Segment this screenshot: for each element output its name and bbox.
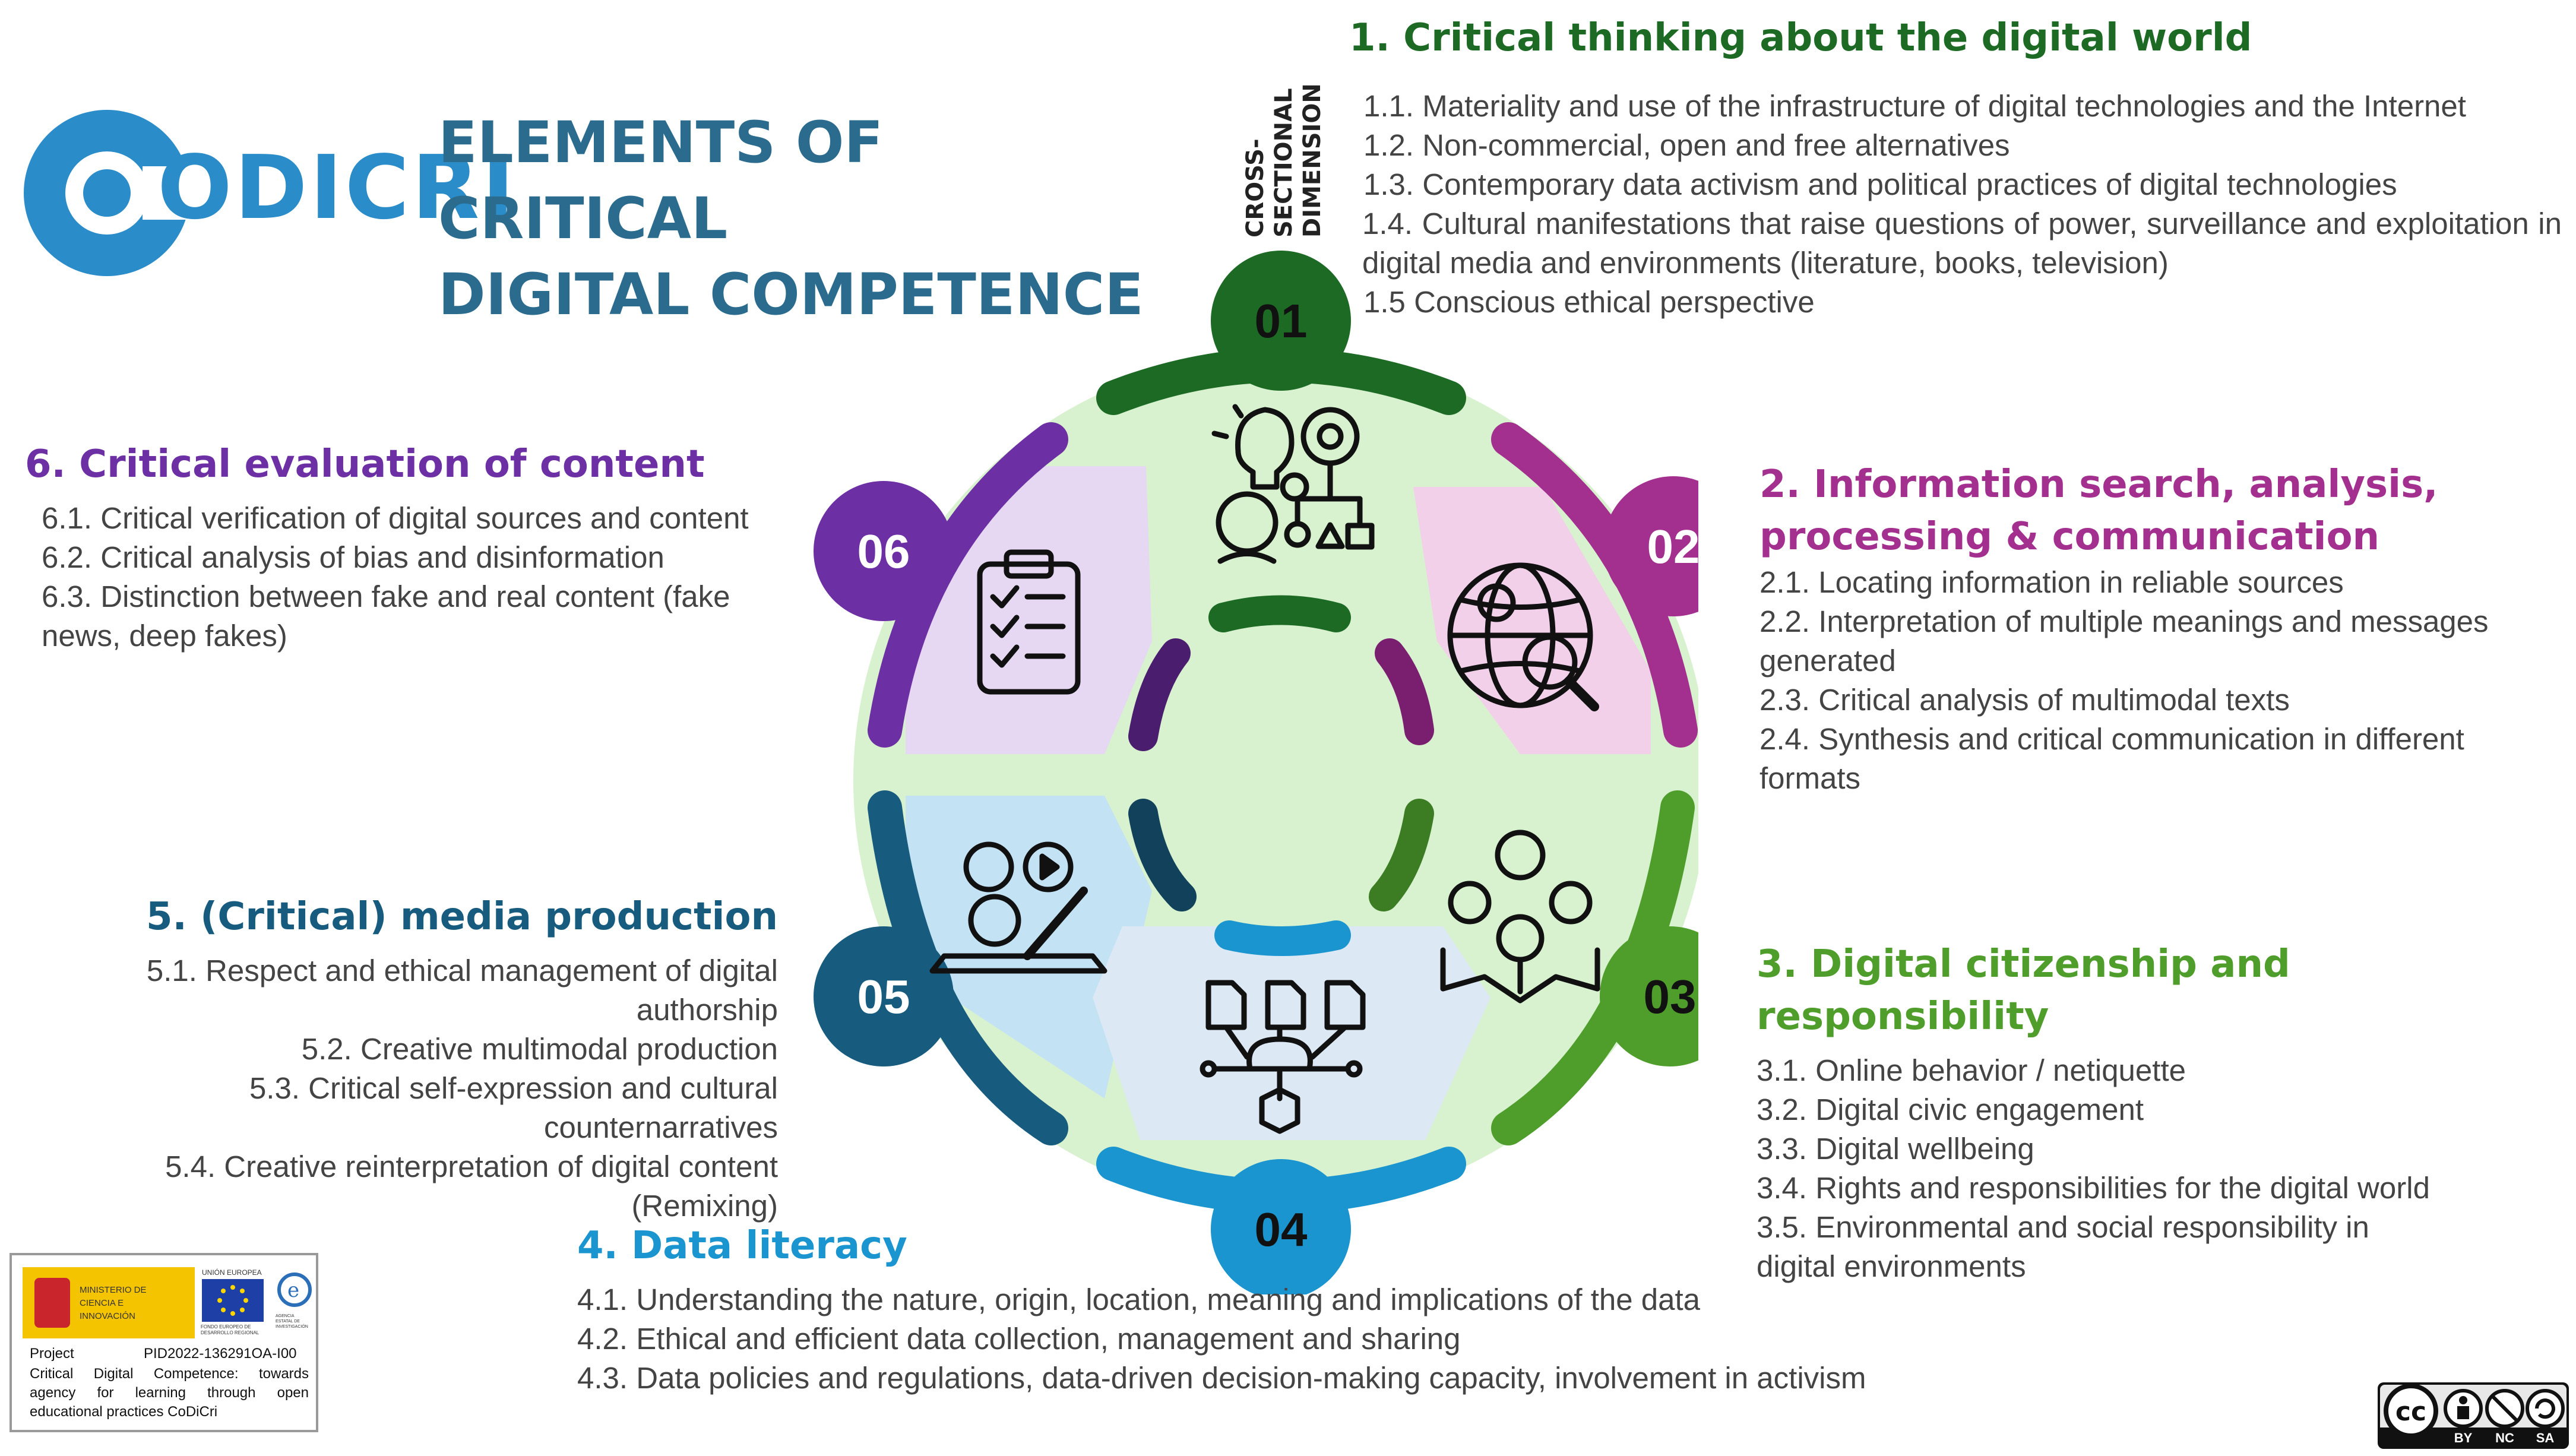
cross-sectional-line-1: CROSS-SECTIONAL	[1242, 88, 1298, 238]
dimension-5-item-1: 5.1. Respect and ethical management of d…	[146, 954, 778, 1027]
badge-number-02: 02	[1647, 520, 1698, 573]
segment-panel-04	[1093, 926, 1490, 1140]
badge-number-05: 05	[857, 970, 910, 1023]
dimension-1-block: 1. Critical thinking about the digital w…	[1349, 12, 2562, 322]
funding-box: MINISTERIO DE CIENCIA E INNOVACIÓN UNIÓN…	[10, 1253, 318, 1432]
license-nc-label: NC	[2495, 1430, 2514, 1445]
eu-fund-label: FONDO EUROPEO DE DESARROLLO REGIONAL	[201, 1324, 260, 1335]
title-line-1: ELEMENTS OF CRITICAL	[438, 109, 884, 252]
project-description: Critical Digital Competence: towards age…	[30, 1366, 309, 1420]
competence-wheel-diagram: 01 02 03 04 05 06	[814, 251, 1698, 1294]
dimension-2-item-2: 2.2. Interpretation of multiple meanings…	[1759, 604, 2489, 678]
globe-search-gear-icon	[1447, 562, 1599, 711]
badge-number-06: 06	[857, 525, 910, 578]
project-label: Project	[30, 1346, 74, 1362]
dimension-5-item-3: 5.3. Critical self-expression and cultur…	[249, 1071, 778, 1144]
dimension-1-item-4: 1.4. Cultural manifestations that raise …	[1362, 207, 2562, 280]
clipboard-checklist-icon	[977, 549, 1081, 695]
dimension-3-item-4: 3.4. Rights and responsibilities for the…	[1757, 1171, 2430, 1205]
dimension-3-item-5: 3.5. Environmental and social responsibi…	[1757, 1210, 2369, 1283]
dimension-6-block: 6. Critical evaluation of content 6.1. C…	[25, 438, 797, 656]
cc-icon	[2384, 1384, 2438, 1438]
spain-coat-of-arms-icon	[34, 1278, 70, 1328]
license-by-label: BY	[2454, 1430, 2473, 1445]
ministry-name: MINISTERIO DE CIENCIA E INNOVACIÓN	[80, 1285, 147, 1321]
badge-circle-01	[1211, 251, 1351, 391]
dimension-3-items: 3.1. Online behavior / netiquette 3.2. D…	[1757, 1051, 2528, 1286]
data-files-network-icon	[1200, 980, 1366, 1134]
page-title: ELEMENTS OF CRITICAL DIGITAL COMPETENCE	[438, 105, 1151, 333]
dimension-2-item-3: 2.3. Critical analysis of multimodal tex…	[1759, 683, 2290, 717]
dimension-5-block: 5. (Critical) media production 5.1. Resp…	[12, 891, 778, 1226]
badge-circle-04	[1211, 1159, 1351, 1294]
dimension-6-item-1: 6.1. Critical verification of digital so…	[42, 501, 749, 535]
dimension-5-heading: 5. (Critical) media production	[146, 895, 778, 939]
project-code: PID2022-136291OA-I00	[144, 1346, 297, 1362]
dimension-3-item-1: 3.1. Online behavior / netiquette	[1757, 1053, 2186, 1087]
dimension-4-item-1: 4.1. Understanding the nature, origin, l…	[577, 1283, 1701, 1316]
codicri-logo: ODICRI	[18, 107, 514, 279]
badge-circle-05	[814, 926, 954, 1066]
cross-sectional-line-2: DIMENSION	[1299, 83, 1326, 238]
badge-circle-06	[814, 481, 954, 621]
dimension-5-item-2: 5.2. Creative multimodal production	[301, 1032, 778, 1066]
badge-number-03: 03	[1644, 970, 1697, 1023]
logo-wordmark: ODICRI	[157, 137, 517, 239]
badge-number-01: 01	[1255, 295, 1308, 347]
dimension-5-items: 5.1. Respect and ethical management of d…	[12, 951, 778, 1226]
dimension-1-heading: 1. Critical thinking about the digital w…	[1349, 16, 2252, 60]
dimension-3-item-3: 3.3. Digital wellbeing	[1757, 1132, 2034, 1166]
dimension-4-item-3: 4.3. Data policies and regulations, data…	[577, 1361, 1866, 1395]
dimension-1-item-5: 1.5 Conscious ethical perspective	[1363, 285, 1815, 319]
dimension-1-item-1: 1.1. Materiality and use of the infrastr…	[1363, 89, 2466, 123]
badge-circle-02	[1603, 476, 1698, 616]
arc-04-inner	[1214, 920, 1351, 956]
arc-02-inner	[1375, 638, 1434, 745]
dimension-2-items: 2.1. Locating information in reliable so…	[1759, 563, 2543, 798]
creative-commons-license-badge[interactable]: cc BY NC SA	[2378, 1382, 2569, 1449]
arc-03-inner	[1369, 799, 1434, 911]
dimension-1-item-2: 1.2. Non-commercial, open and free alter…	[1363, 128, 2010, 162]
media-creation-tablet-icon	[929, 841, 1107, 974]
dimension-1-items: 1.1. Materiality and use of the infrastr…	[1349, 87, 2562, 322]
dimension-6-heading: 6. Critical evaluation of content	[25, 442, 705, 486]
dimension-5-item-4: 5.4. Creative reinterpretation of digita…	[165, 1150, 778, 1223]
logo-c-mark	[24, 110, 199, 276]
arc-01-inner	[1208, 595, 1351, 632]
dimension-2-block: 2. Information search, analysis, process…	[1759, 458, 2543, 798]
badge-circle-03	[1600, 926, 1698, 1066]
dimension-4-item-2: 4.2. Ethical and efficient data collecti…	[577, 1322, 1461, 1356]
sa-sharealike-icon	[2526, 1389, 2565, 1428]
eu-flag-icon	[202, 1279, 264, 1322]
svg-text:cc: cc	[2395, 1397, 2426, 1427]
dimension-4-block: 4. Data literacy 4.1. Understanding the …	[577, 1220, 2002, 1398]
dimension-3-heading: 3. Digital citizenship and responsibilit…	[1757, 942, 2290, 1039]
arc-06-inner	[1128, 638, 1191, 751]
badge-number-04: 04	[1255, 1203, 1308, 1256]
dimension-1-item-3: 1.3. Contemporary data activism and poli…	[1363, 167, 2397, 201]
arc-05-inner	[1128, 799, 1197, 911]
dimension-6-items: 6.1. Critical verification of digital so…	[25, 499, 814, 656]
license-sa-label: SA	[2536, 1430, 2555, 1445]
spain-ministry-logo: MINISTERIO DE CIENCIA E INNOVACIÓN	[23, 1267, 195, 1338]
segment-panel-06	[906, 466, 1152, 754]
dimension-3-block: 3. Digital citizenship and responsibilit…	[1757, 938, 2528, 1286]
research-agency-logo: e AGENCIA ESTATAL DE INVESTIGACIÓN	[273, 1266, 312, 1340]
title-line-2: DIGITAL COMPETENCE	[438, 261, 1144, 328]
dimension-2-item-1: 2.1. Locating information in reliable so…	[1759, 565, 2344, 599]
dimension-6-item-3: 6.3. Distinction between fake and real c…	[42, 580, 730, 653]
dimension-3-item-2: 3.2. Digital civic engagement	[1757, 1093, 2144, 1126]
cross-sectional-label: CROSS-SECTIONAL DIMENSION	[1241, 24, 1327, 238]
eu-label: UNIÓN EUROPEA	[202, 1268, 262, 1277]
dimension-4-heading: 4. Data literacy	[577, 1224, 907, 1268]
dimension-4-items: 4.1. Understanding the nature, origin, l…	[577, 1280, 2002, 1398]
agency-name: AGENCIA ESTATAL DE INVESTIGACIÓN	[276, 1314, 308, 1329]
dimension-2-heading: 2. Information search, analysis, process…	[1759, 463, 2438, 559]
dimension-2-item-4: 2.4. Synthesis and critical communicatio…	[1759, 722, 2464, 795]
citizen-network-icon	[1440, 830, 1600, 1004]
dimension-6-item-2: 6.2. Critical analysis of bias and disin…	[42, 540, 664, 574]
svg-text:e: e	[287, 1278, 299, 1302]
brain-idea-network-icon	[1211, 404, 1375, 564]
